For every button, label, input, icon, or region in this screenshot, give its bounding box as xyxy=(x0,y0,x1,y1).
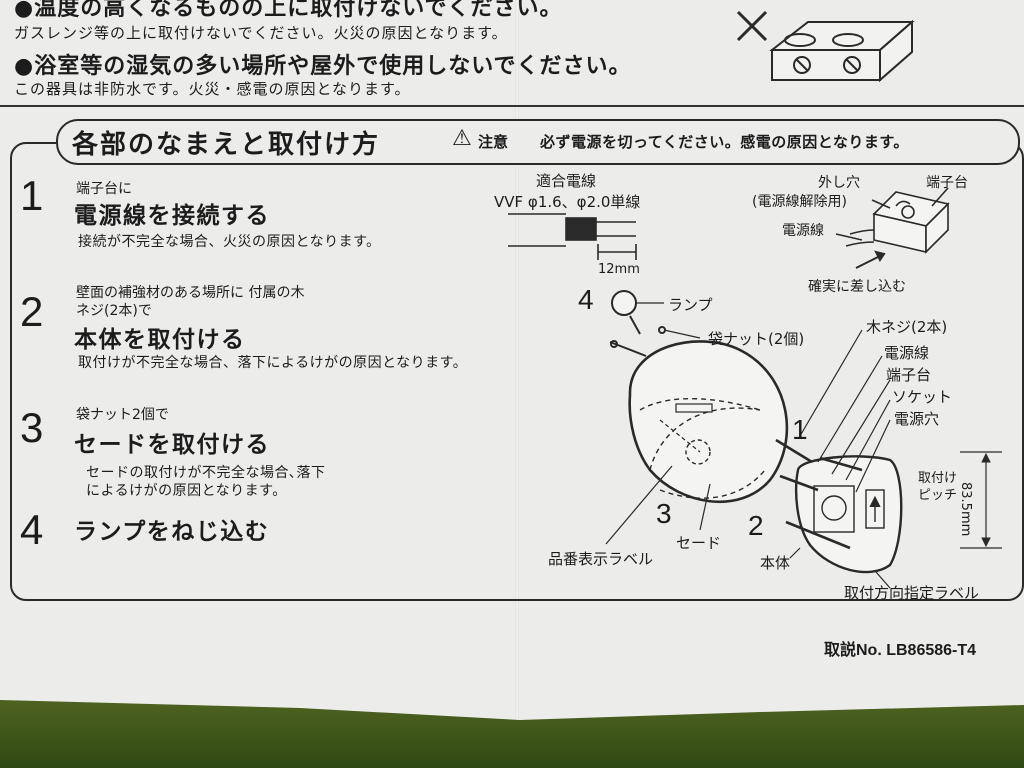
label-insert-firmly: 確実に差し込む xyxy=(808,279,906,295)
manual-number: 取説No. LB86586-T4 xyxy=(824,642,977,659)
wire-spec: VVF φ1.6、φ2.0単線 xyxy=(494,193,641,211)
step-1-desc: 接続が不完全な場合、火災の原因となります。 xyxy=(78,234,381,250)
caution-label: 注意 xyxy=(478,133,509,151)
step-3-desc-line2: によるけがの原因となります。 xyxy=(86,483,287,499)
label-wood-screw: 木ネジ(2本) xyxy=(866,318,948,336)
label-lamp: ランプ xyxy=(668,296,713,314)
warning-triangle-icon: ⚠ xyxy=(452,126,472,151)
label-release-hole: 外し穴 xyxy=(818,175,860,191)
warning-gas-range: ガスレンジ等の上に取付けないでください。火災の原因となります。 xyxy=(14,24,508,42)
step-3-heading: セードを取付ける xyxy=(74,432,270,458)
step-3-number: 3 xyxy=(20,404,44,451)
diagram-num-1: 1 xyxy=(792,414,808,445)
label-terminal-block-top: 端子台 xyxy=(926,175,968,191)
step-2-heading: 本体を取付ける xyxy=(74,327,246,353)
label-model-label: 品番表示ラベル xyxy=(548,550,654,568)
step-1-pre: 端子台に xyxy=(76,181,132,197)
title-bar xyxy=(56,119,1020,165)
label-power-wire-top: 電源線 xyxy=(782,223,824,239)
step-2-pre: 壁面の補強材のある場所に 付属の木ネジ(2本)で xyxy=(76,285,305,319)
step-4-heading: ランプをねじ込む xyxy=(74,519,270,545)
label-shade: セード xyxy=(676,534,722,552)
step-2-number: 2 xyxy=(20,288,44,335)
step-3-pre: 袋ナット2個で xyxy=(76,407,169,423)
diagram-num-3: 3 xyxy=(656,498,672,529)
label-release-hole-sub: (電源線解除用) xyxy=(752,194,847,210)
diagram-num-2: 2 xyxy=(748,510,764,541)
wire-title: 適合電線 xyxy=(536,172,597,190)
label-direction-label: 取付方向指定ラベル xyxy=(844,584,980,602)
label-cap-nut: 袋ナット(2個) xyxy=(708,330,805,348)
label-socket: ソケット xyxy=(892,388,953,406)
wire-strip-length: 12mm xyxy=(598,262,640,277)
warning-non-waterproof: この器具は非防水です。火災・感電の原因となります。 xyxy=(14,80,411,98)
label-power-hole: 電源穴 xyxy=(894,410,940,428)
label-terminal-block: 端子台 xyxy=(886,366,932,384)
label-pitch-value: 83.5mm xyxy=(958,482,973,537)
section-divider xyxy=(0,105,1024,107)
label-mount-pitch: 取付け ピッチ xyxy=(918,471,958,503)
page-title: 各部のなまえと取付け方 xyxy=(72,130,381,160)
warning-heat: ●温度の高くなるものの上に取付けないでください。 xyxy=(14,0,563,21)
step-1-heading: 電源線を接続する xyxy=(74,203,270,229)
warning-humidity: ●浴室等の湿気の多い場所や屋外で使用しないでください。 xyxy=(14,54,632,79)
paper-fold xyxy=(515,0,519,720)
no-gas-range-icon xyxy=(736,10,915,83)
step-1-number: 1 xyxy=(20,172,44,219)
caution-text: 必ず電源を切ってください。感電の原因となります。 xyxy=(540,133,909,151)
step-4-number: 4 xyxy=(20,506,44,553)
step-2-desc: 取付けが不完全な場合、落下によるけがの原因となります。 xyxy=(78,355,468,371)
label-body: 本体 xyxy=(760,554,791,572)
diagram-num-4: 4 xyxy=(578,284,594,315)
step-3-desc-line1: セードの取付けが不完全な場合､落下 xyxy=(86,465,326,481)
label-power-wire: 電源線 xyxy=(884,344,930,362)
